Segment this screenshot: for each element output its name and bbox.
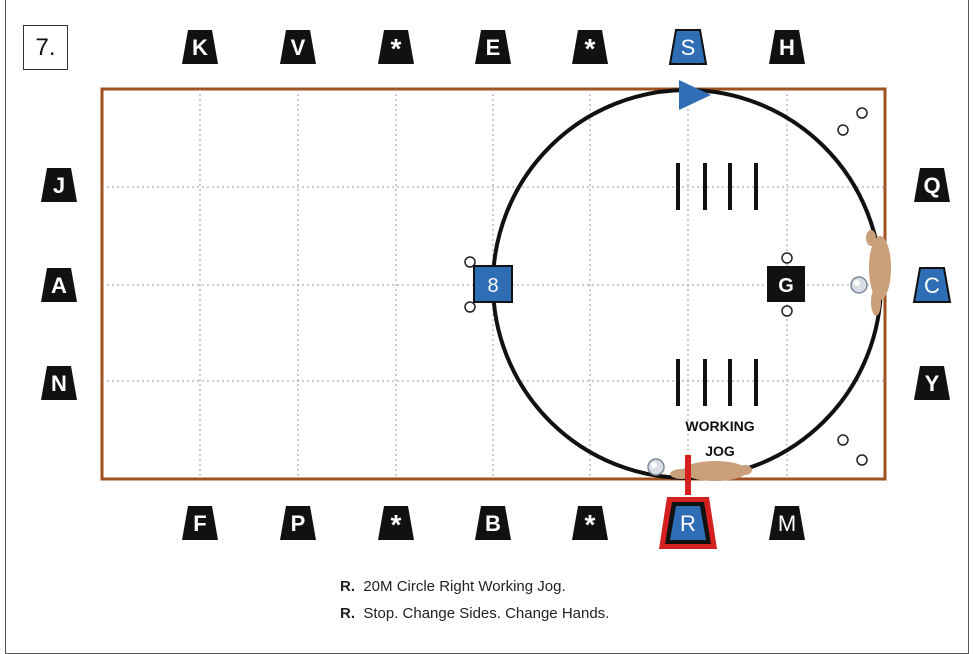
- marker-label: *: [585, 33, 596, 64]
- marker-label: H: [779, 35, 795, 60]
- gait-label-line2: JOG: [705, 443, 735, 459]
- marker-k: K: [182, 30, 218, 64]
- marker-q: Q: [914, 168, 950, 202]
- marker-label: R: [680, 511, 696, 536]
- marker-label: P: [291, 511, 306, 536]
- marker-star: *: [572, 30, 608, 64]
- cone: [837, 434, 849, 446]
- marker-n: N: [41, 366, 77, 400]
- marker-label: B: [485, 511, 501, 536]
- marker-center-right-label: G: [778, 275, 794, 297]
- cone: [856, 454, 868, 466]
- marker-h: H: [769, 30, 805, 64]
- marker-r: R: [659, 497, 717, 549]
- marker-label: *: [391, 33, 402, 64]
- marker-label: *: [585, 509, 596, 540]
- marker-p: P: [280, 506, 316, 540]
- marker-center-left-label: 8: [487, 275, 498, 297]
- cone: [781, 305, 793, 317]
- tally-marks-lower: [676, 359, 758, 406]
- horse-icon-bottom: [670, 461, 752, 481]
- marker-label: N: [51, 371, 67, 396]
- pattern-number: 7.: [23, 25, 68, 70]
- instruction-2-letter: R.: [340, 605, 355, 622]
- marker-label: S: [681, 35, 696, 60]
- marker-star: *: [572, 506, 608, 540]
- marker-label: Y: [925, 371, 940, 396]
- cone: [781, 252, 793, 264]
- horse-icon-right: [866, 230, 891, 316]
- cone: [464, 301, 476, 313]
- marker-label: V: [291, 35, 306, 60]
- marker-f: F: [182, 506, 218, 540]
- marker-center-left: 8: [473, 265, 513, 303]
- cones: [464, 107, 868, 466]
- marker-y: Y: [914, 366, 950, 400]
- instruction-2-text: Stop. Change Sides. Change Hands.: [363, 605, 610, 622]
- marker-label: E: [486, 35, 501, 60]
- marker-label: F: [193, 511, 206, 536]
- marker-b: B: [475, 506, 511, 540]
- stop-marker: [685, 455, 691, 495]
- instructions: R. 20M Circle Right Working Jog. R. Stop…: [340, 573, 609, 627]
- rider-icon-bottom: [647, 458, 665, 476]
- instruction-1-letter: R.: [340, 578, 355, 595]
- rider-icon-right: [850, 276, 868, 294]
- cone: [464, 256, 476, 268]
- marker-label: J: [53, 173, 65, 198]
- marker-center-right: G: [767, 266, 805, 302]
- marker-label: *: [391, 509, 402, 540]
- letter-markers: K V * E * S H F P * B * R M J A N Q C Y: [41, 29, 952, 549]
- marker-a: A: [41, 268, 77, 302]
- marker-v: V: [280, 30, 316, 64]
- gait-label-line1: WORKING: [685, 418, 754, 434]
- marker-star: *: [378, 506, 414, 540]
- marker-s: S: [668, 29, 708, 65]
- instruction-1-text: 20M Circle Right Working Jog.: [363, 578, 566, 595]
- marker-j: J: [41, 168, 77, 202]
- cone: [837, 124, 849, 136]
- tally-marks-upper: [676, 163, 758, 210]
- marker-m: M: [769, 506, 805, 540]
- marker-c: C: [912, 267, 952, 303]
- direction-arrow: [679, 80, 711, 110]
- instruction-line-1: R. 20M Circle Right Working Jog.: [340, 573, 609, 600]
- instruction-line-2: R. Stop. Change Sides. Change Hands.: [340, 600, 609, 627]
- marker-star: *: [378, 30, 414, 64]
- marker-label: K: [192, 35, 208, 60]
- cone: [856, 107, 868, 119]
- marker-label: A: [51, 273, 67, 298]
- marker-e: E: [475, 30, 511, 64]
- marker-label: Q: [923, 173, 940, 198]
- marker-label: M: [778, 511, 796, 536]
- marker-label: C: [924, 273, 940, 298]
- arena-grid: [102, 89, 885, 479]
